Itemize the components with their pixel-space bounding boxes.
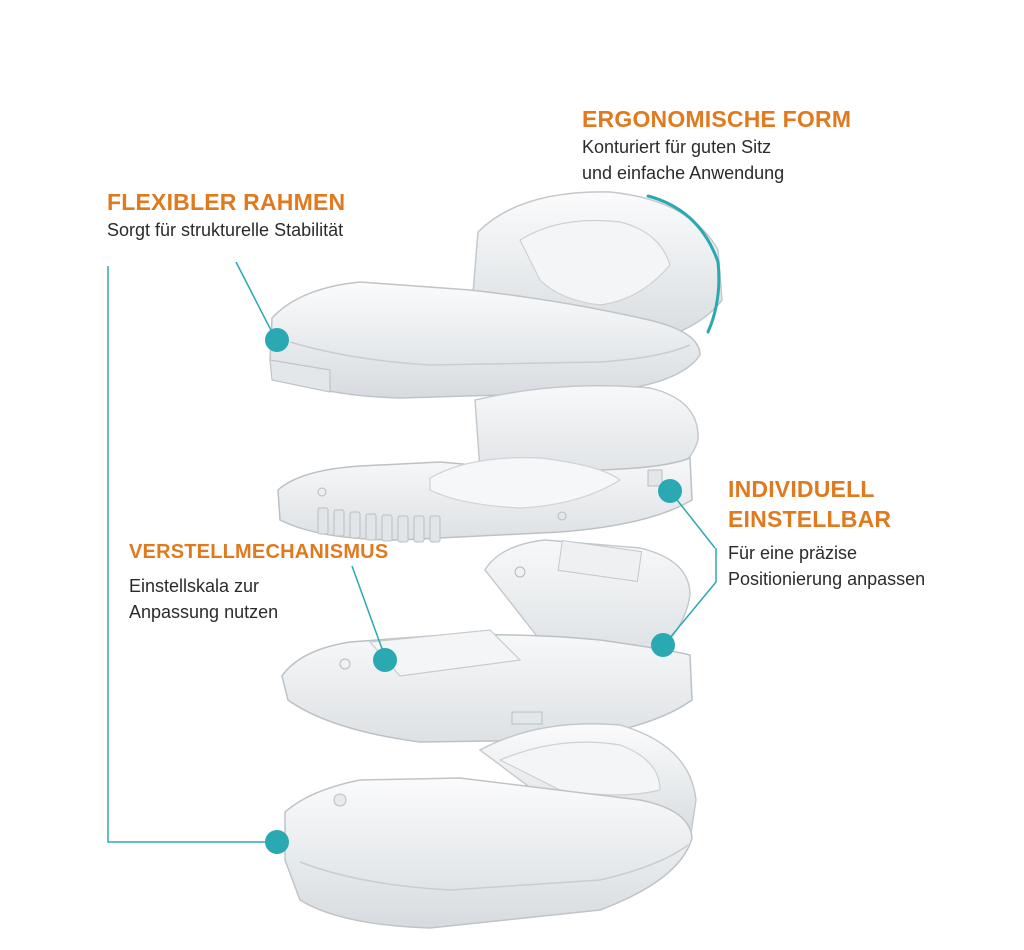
label-title: ERGONOMISCHE FORM [582,106,852,132]
top-tray-part [269,191,723,399]
callout-adjustable [651,479,717,657]
label-title: FLEXIBLER RAHMEN [107,189,346,215]
label-description-line: Konturiert für guten Sitz [582,137,772,157]
label-description-line: Positionierung anpassen [728,569,926,589]
upper-plate-window [429,457,622,509]
bottom-tray-inner [498,741,661,796]
callout-dot-icon [265,830,289,854]
label-title-line: INDIVIDUELL [728,476,875,502]
label-title: VERSTELLMECHANISMUS [129,541,389,563]
callout-mechanism [351,565,397,672]
callout-flexible [107,261,289,854]
leader-line [351,565,386,658]
label-title: INDIVIDUELL EINSTELLBAR [728,474,925,534]
label-flexible-frame: FLEXIBLER RAHMEN Sorgt für strukturelle … [107,187,345,243]
label-individually-adjustable: INDIVIDUELL EINSTELLBAR Für eine präzise… [728,474,925,592]
top-tray-rim [289,341,691,366]
callout-dot-icon [373,648,397,672]
label-description-line: Anpassung nutzen [129,602,279,622]
label-adjustment-mechanism: VERSTELLMECHANISMUS Einstellskala zur An… [129,537,388,625]
label-description-line: Einstellskala zur [129,576,260,596]
callout-ergonomic [646,194,721,334]
bottom-tray-front [284,777,693,929]
bottom-tray-rim [299,844,689,891]
label-description-line: und einfache Anwendung [582,163,785,183]
label-ergonomic-shape: ERGONOMISCHE FORM Konturiert für guten S… [582,104,851,186]
top-tray-front [269,281,701,399]
leader-line [107,266,272,843]
bottom-tray-part [284,723,697,929]
top-tray-inner [519,219,671,306]
top-tray-edge [269,359,331,393]
leader-line [669,490,716,549]
label-title-line: EINSTELLBAR [728,506,892,532]
callout-dot-icon [651,633,675,657]
callout-dot-icon [658,479,682,503]
upper-plate-part [277,385,699,543]
callout-dot-icon [265,328,289,352]
leader-line [663,581,717,646]
leader-line [235,261,277,341]
label-description-line: Sorgt für strukturelle Stabilität [107,220,344,240]
curved-arc [646,194,721,334]
upper-plate-scale-teeth [317,507,441,543]
label-description-line: Für eine präzise [728,543,858,563]
